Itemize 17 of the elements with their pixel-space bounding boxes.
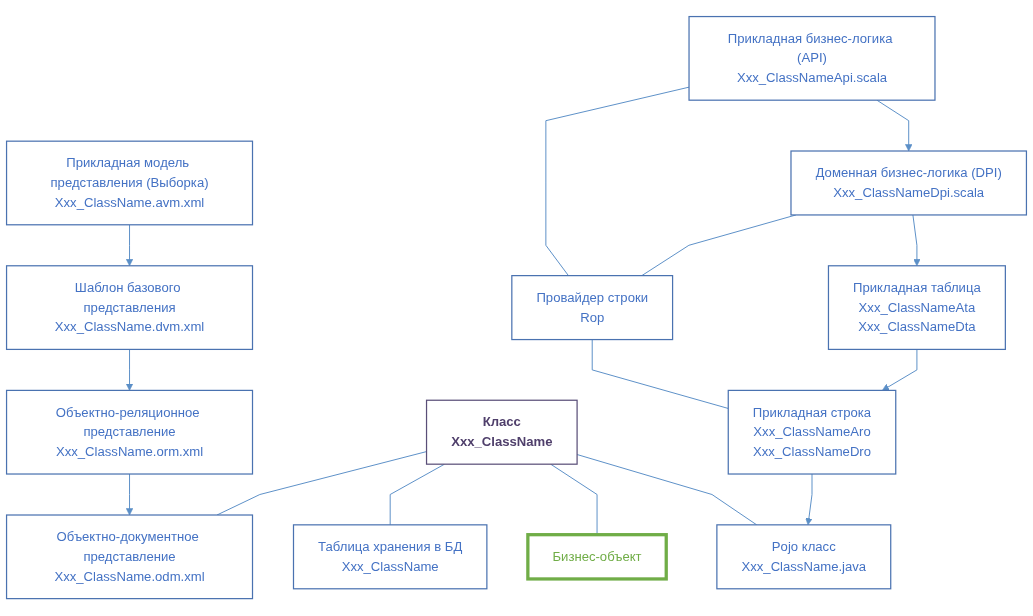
connector bbox=[389, 464, 445, 526]
node-box: Прикладная модель представления (Выборка) Xxx_ClassName.avm.xml bbox=[5, 140, 254, 226]
connector bbox=[591, 339, 729, 410]
node-box: Доменная бизнес-логика (DPI) Xxx_ClassNameDpi.scala bbox=[790, 150, 1028, 216]
node-box: Прикладная таблица Xxx_ClassNameAta Xxx_ClassNameDta bbox=[827, 265, 1006, 351]
node-box: Прикладная бизнес-логика (API) Xxx_ClassNameApi.scala bbox=[688, 16, 936, 102]
node-box: Объектно-документное представление Xxx_ClassName.odm.xml bbox=[5, 514, 254, 600]
connector bbox=[550, 464, 598, 536]
node-box: Pojo класс Xxx_ClassName.java bbox=[716, 524, 892, 590]
node-box: Прикладная строка Xxx_ClassNameAro Xxx_ClassNameDro bbox=[727, 390, 897, 476]
node-box: Бизнес-объект bbox=[526, 533, 668, 581]
node-box: Таблица хранения в БД Xxx_ClassName bbox=[292, 524, 488, 590]
node-box: Провайдер строки Rop bbox=[511, 275, 674, 341]
node-box: Шаблон базового представления Xxx_ClassName.dvm.xml bbox=[5, 265, 254, 351]
node-box: Объектно-реляционное представление Xxx_ClassName.orm.xml bbox=[5, 390, 254, 476]
connector bbox=[545, 87, 690, 277]
node-box: Класс Xxx_ClassName bbox=[425, 400, 578, 466]
